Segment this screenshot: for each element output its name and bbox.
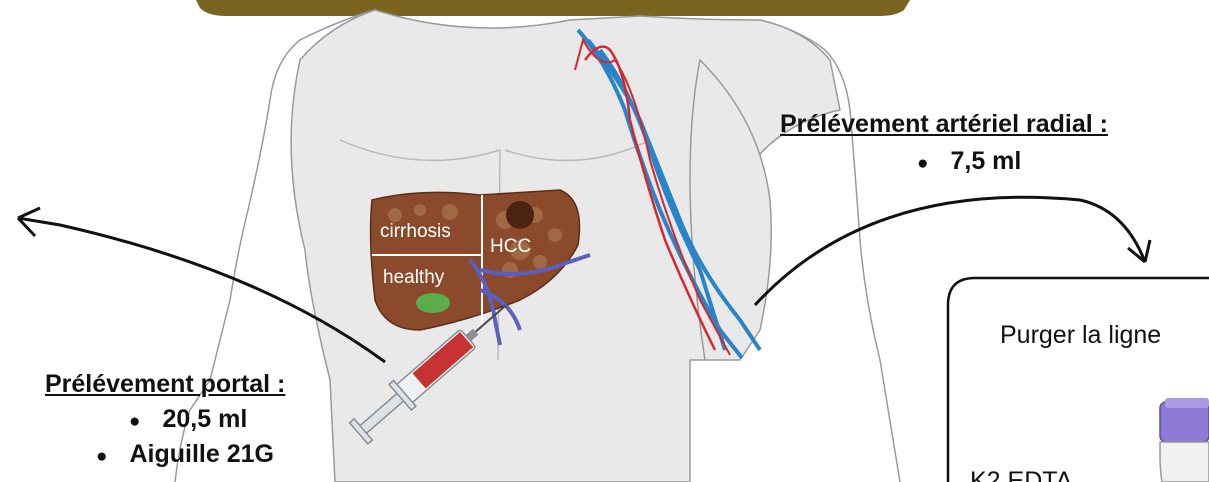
portal-volume-item: ● 20,5 ml [129,405,247,434]
portal-needle: Aiguille 21G [129,440,273,468]
bullet-icon: ● [96,446,107,467]
k2-edta-tube-icon [1160,398,1209,482]
portal-needle-item: ● Aiguille 21G [96,440,274,469]
tube-label: K2 EDTA [970,467,1072,482]
liver-label-hcc: HCC [490,236,531,257]
hcc-tumor [506,201,534,229]
portal-sampling-heading: Prélévement portal : [45,370,285,399]
liver-label-healthy: healthy [383,267,445,288]
arterial-volume-item: ● 7,5 ml [917,147,1021,176]
banner-bottom-edge [196,0,910,16]
arterial-sampling-heading: Prélévement artériel radial : [780,110,1108,139]
gallbladder [416,293,450,313]
bullet-icon: ● [129,411,140,432]
arterial-volume: 7,5 ml [950,147,1021,175]
bullet-icon: ● [917,153,928,174]
liver-label-cirrhosis: cirrhosis [380,221,451,242]
purge-instruction: Purger la ligne [1000,321,1209,350]
portal-volume: 20,5 ml [162,405,247,433]
